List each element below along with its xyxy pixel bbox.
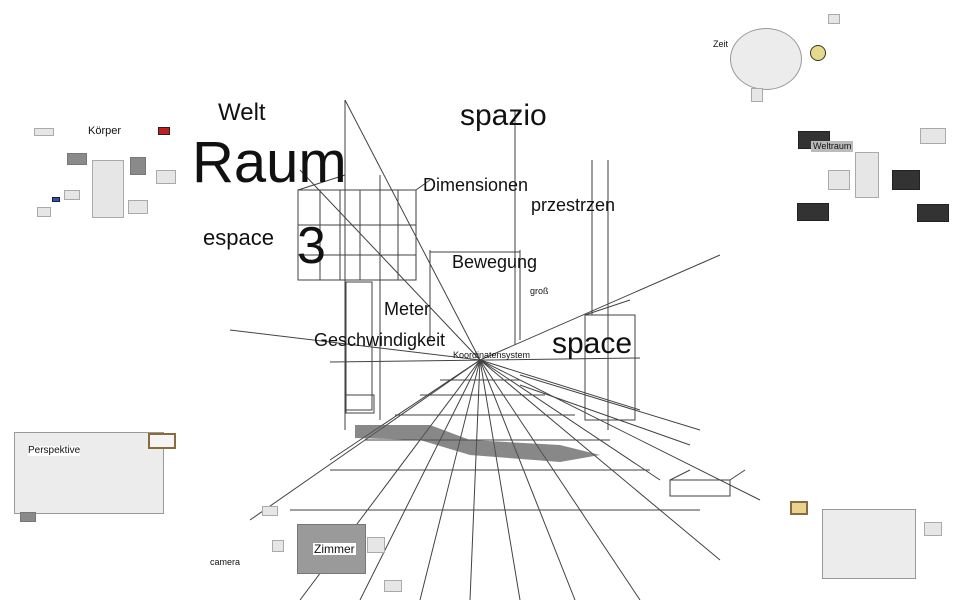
koerper-thumb[interactable] xyxy=(52,197,60,202)
koerper-thumb[interactable] xyxy=(64,190,80,200)
word-space: space xyxy=(552,327,633,360)
koerper-skeleton-thumb[interactable] xyxy=(92,160,124,218)
koerper-thumb[interactable] xyxy=(67,153,87,165)
zeit-thumb[interactable] xyxy=(810,45,826,61)
word-meter: Meter xyxy=(384,299,431,319)
weltraum-thumb[interactable] xyxy=(920,128,946,144)
weltraum-label: Weltraum xyxy=(811,141,854,152)
zimmer-thumb[interactable] xyxy=(367,537,385,553)
weltraum-thumb[interactable] xyxy=(828,170,850,190)
camera-label: camera xyxy=(210,557,241,567)
sketch-thumb[interactable] xyxy=(924,522,942,536)
word-bewegung: Bewegung xyxy=(452,252,538,272)
word-dimensionen: Dimensionen xyxy=(423,175,529,195)
zimmer-thumb[interactable] xyxy=(272,540,284,552)
weltraum-thumb[interactable] xyxy=(892,170,920,190)
zeit-clock-graphic[interactable] xyxy=(730,28,802,90)
word-raum: Raum xyxy=(192,130,347,195)
zeit-thumb[interactable] xyxy=(828,14,840,24)
word-geschwindigkeit: Geschwindigkeit xyxy=(314,330,446,350)
zimmer-label: Zimmer xyxy=(313,542,356,556)
word-przestrzen: przestrzen xyxy=(531,195,616,215)
word-three: 3 xyxy=(297,217,326,275)
zeit-thumb[interactable] xyxy=(751,88,763,102)
koerper-thumb[interactable] xyxy=(34,128,54,136)
koerper-label: Körper xyxy=(88,125,122,137)
weltraum-tower-thumb[interactable] xyxy=(855,152,879,198)
koerper-thumb[interactable] xyxy=(128,200,148,214)
word-welt: Welt xyxy=(218,99,266,126)
koerper-thumb[interactable] xyxy=(158,127,170,135)
koerper-thumb[interactable] xyxy=(37,207,51,217)
weltraum-thumb[interactable] xyxy=(797,203,829,221)
word-koordinatensystem: Koordinatensystem xyxy=(453,350,531,360)
zeit-label: Zeit xyxy=(713,39,729,49)
sketch-thumb[interactable] xyxy=(790,501,808,515)
word-gross: groß xyxy=(530,286,549,296)
weltraum-thumb[interactable] xyxy=(917,204,949,222)
word-spazio: spazio xyxy=(460,99,547,132)
perspektive-thumb[interactable] xyxy=(20,512,36,522)
perspektive-thumb[interactable] xyxy=(148,433,176,449)
zimmer-thumb[interactable] xyxy=(262,506,278,516)
perspektive-mindmap[interactable] xyxy=(14,432,164,514)
perspektive-label: Perspektive xyxy=(28,445,81,456)
koerper-thumb[interactable] xyxy=(130,157,146,175)
sketch-collage[interactable] xyxy=(822,509,916,579)
koerper-thumb[interactable] xyxy=(156,170,176,184)
word-espace: espace xyxy=(203,225,274,250)
zimmer-thumb[interactable] xyxy=(384,580,402,592)
